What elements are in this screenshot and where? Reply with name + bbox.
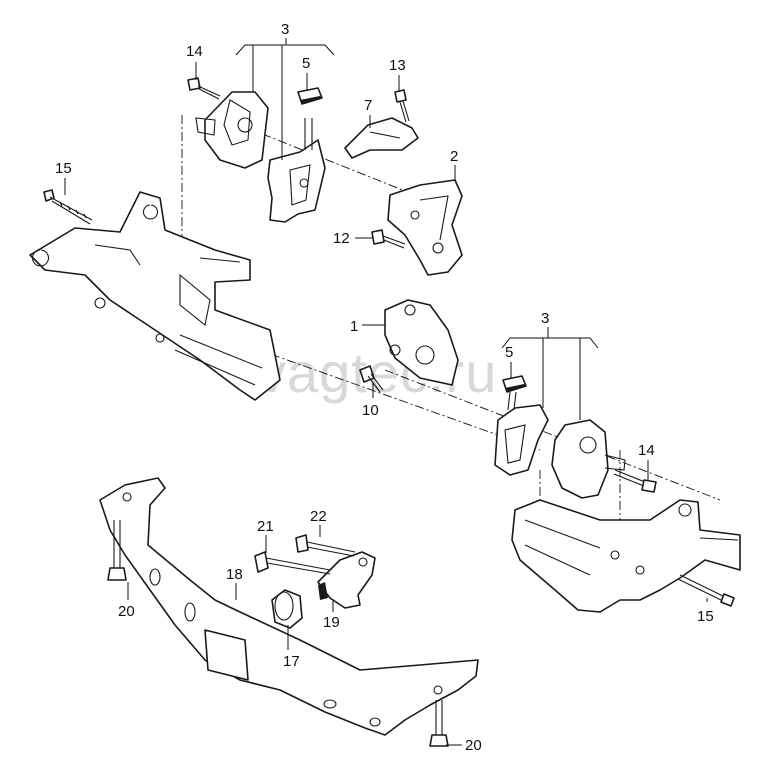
callout-14-right: 14 [638, 442, 655, 459]
watermark: vagtec.ru [258, 341, 497, 404]
callout-labels: 14 3 5 13 7 2 15 12 1 3 5 10 14 15 21 22… [55, 21, 714, 754]
mount-bracket-right [494, 404, 549, 476]
front-subframe-right-section [511, 499, 741, 613]
crossmember-18 [99, 477, 479, 736]
bolt-13 [394, 89, 410, 123]
bushing-17 [271, 589, 303, 629]
callout-7: 7 [364, 97, 372, 114]
callout-14-upper: 14 [186, 43, 203, 60]
bolt-15-right [677, 574, 735, 607]
engine-mount-upper-left [195, 91, 269, 169]
callout-12: 12 [333, 230, 350, 247]
callout-17: 17 [283, 653, 300, 670]
cap-5-right [502, 375, 527, 411]
cap-5-upper [297, 87, 323, 105]
callout-18: 18 [226, 566, 243, 583]
bolt-14-right [613, 469, 657, 493]
callout-3-right: 3 [541, 310, 549, 327]
callout-20-left: 20 [118, 603, 135, 620]
callout-1: 1 [350, 318, 358, 335]
bolt-15-left [43, 189, 93, 225]
bolt-12 [371, 229, 406, 249]
bolt-10 [359, 365, 384, 393]
heat-shield-7 [344, 117, 419, 159]
engine-mount-right [551, 419, 626, 499]
callout-3-upper: 3 [281, 21, 289, 38]
callout-15-upper: 15 [55, 160, 72, 177]
bracket-1 [384, 299, 459, 386]
front-subframe-left-section [29, 191, 281, 401]
bolt-14-upper [187, 77, 221, 100]
callout-leaders [64, 38, 708, 746]
callout-5-upper: 5 [302, 55, 310, 72]
bolt-20-right [429, 700, 449, 747]
callout-5-right: 5 [505, 344, 513, 361]
callout-19: 19 [323, 614, 340, 631]
callout-20-right: 20 [465, 737, 482, 754]
callout-15-right: 15 [697, 608, 714, 625]
bolt-22 [295, 534, 356, 557]
callout-2: 2 [450, 148, 458, 165]
mount-bracket-upper [267, 118, 326, 223]
bracket-2 [387, 179, 463, 276]
callout-21: 21 [257, 518, 274, 535]
bolt-21 [254, 551, 331, 575]
bolt-20-left [107, 520, 127, 581]
callout-13: 13 [389, 57, 406, 74]
bracket-19 [317, 551, 376, 609]
callout-10: 10 [362, 402, 379, 419]
callout-22: 22 [310, 508, 327, 525]
